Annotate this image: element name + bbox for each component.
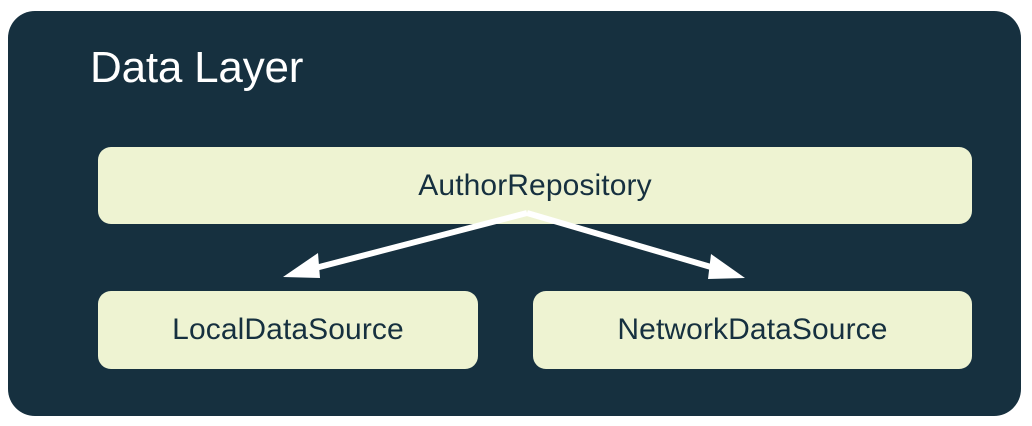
node-author-repository[interactable]: AuthorRepository xyxy=(98,147,972,224)
node-label: AuthorRepository xyxy=(418,168,652,202)
data-layer-panel: Data Layer AuthorRepository LocalDataSou… xyxy=(8,11,1021,416)
page-title: Data Layer xyxy=(90,43,304,92)
node-network-data-source[interactable]: NetworkDataSource xyxy=(533,291,972,369)
node-label: LocalDataSource xyxy=(172,313,404,346)
node-local-data-source[interactable]: LocalDataSource xyxy=(98,291,478,369)
node-label: NetworkDataSource xyxy=(617,313,888,346)
